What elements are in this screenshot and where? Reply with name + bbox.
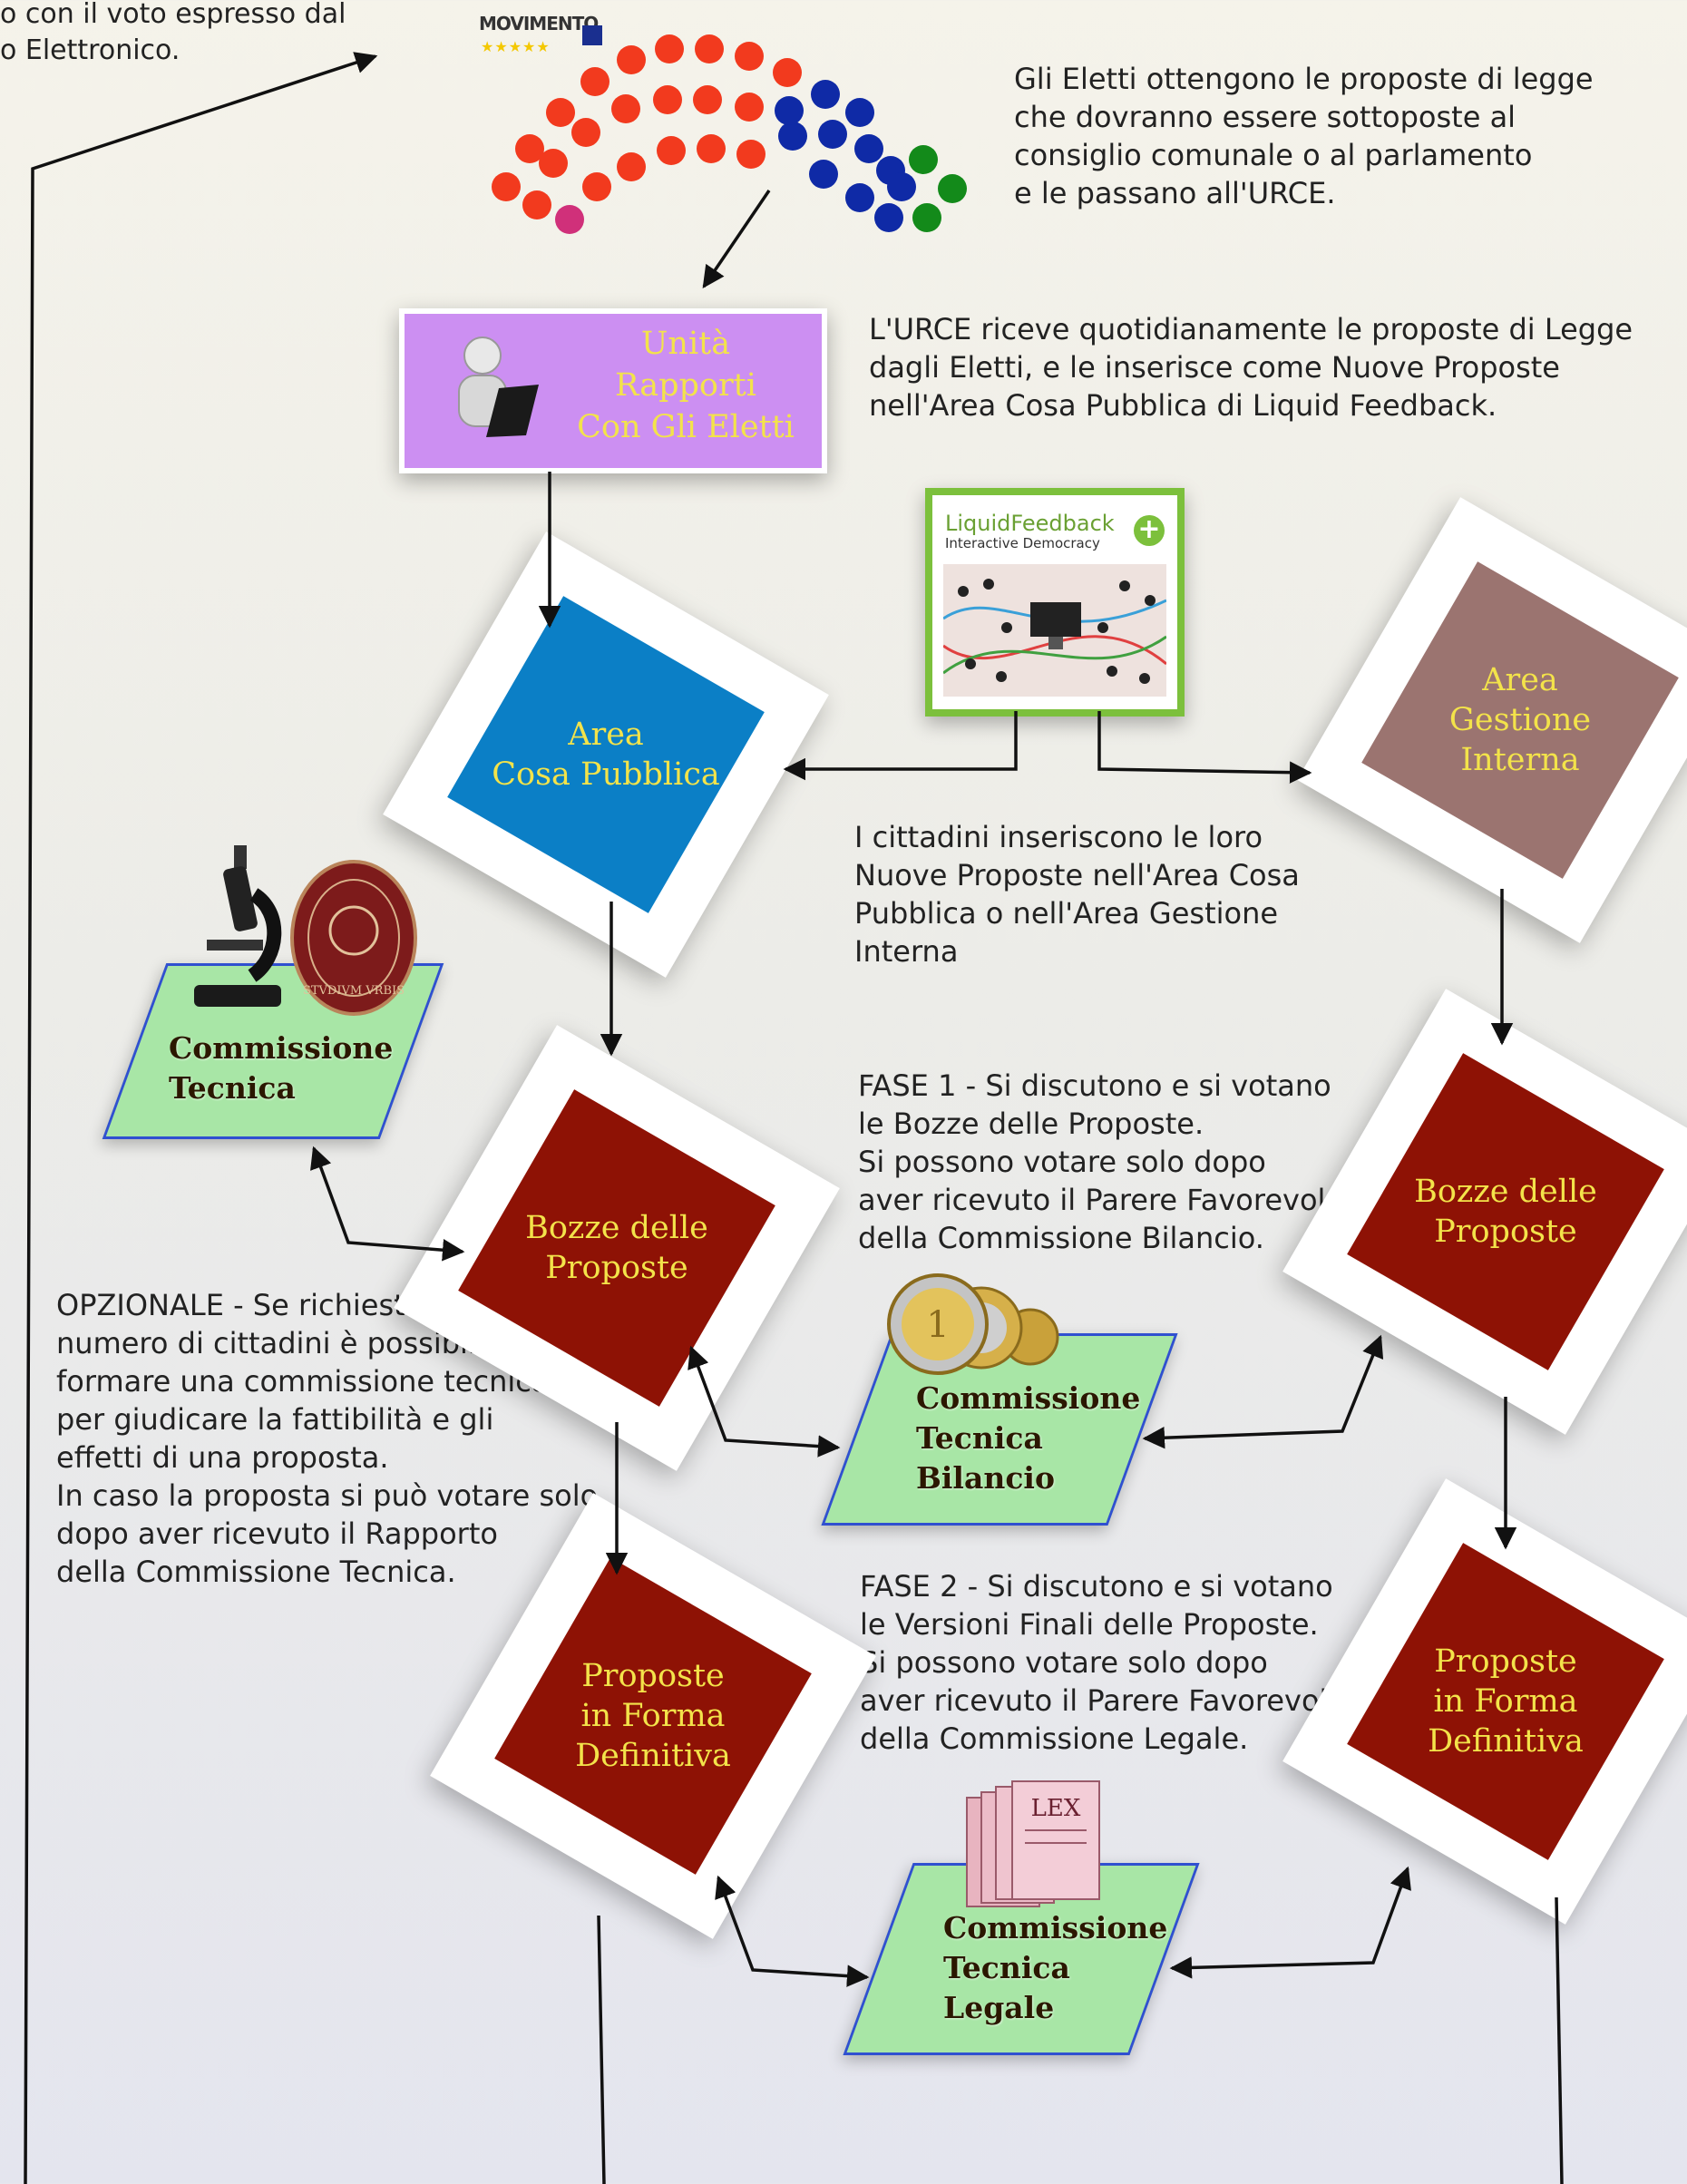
user-computer-icon [458,336,539,437]
movimento-logo: MOVIMENTO [479,13,599,34]
parliament-seat [809,160,838,189]
parliament-seat [617,45,646,74]
proposte-definitiva-right: Proposte in Forma Definitiva [1282,1478,1687,1925]
parliament-seat [617,152,646,181]
logo-flag-icon [582,25,602,45]
area-cosa-pubblica-label: Area Cosa Pubblica [492,717,720,793]
parliament-seat [653,85,682,114]
parliament-seat [522,190,551,219]
area-gestione-interna: Area Gestione Interna [1297,497,1687,943]
liquidfeedback-title: LiquidFeedback [945,511,1115,536]
parliament-seat [735,93,764,122]
bottom-line-left [597,1915,606,2184]
parliament-seat [611,94,640,123]
eletti-description: Gli Eletti ottengono le proposte di legg… [1014,62,1594,210]
parliament-seat [695,34,724,63]
fase2-description: FASE 2 - Si discutono e si votano le Ver… [860,1569,1346,1756]
bozze-proposte-right-label: Bozze delle Proposte [1414,1174,1597,1250]
arrow-parliament-urce [702,190,771,289]
urce-unit-box: Unità Rapporti Con Gli Eletti [399,308,827,473]
parliament-seat [655,34,684,63]
university-emblem-icon: STVDIVM VRBIS [290,860,417,1016]
proposte-definitiva-left: Proposte in Forma Definitiva [430,1493,876,1939]
parliament-seat [775,96,804,125]
area-gestione-interna-label: Area Gestione Interna [1448,662,1592,778]
arrow-definitiva-legale [715,1875,870,1987]
bozze-proposte-right: Bozze delle Proposte [1282,989,1687,1435]
parliament-seat [736,140,765,169]
parliament-seat [854,134,883,163]
network-illustration-icon [943,564,1166,697]
proposte-definitiva-right-label: Proposte in Forma Definitiva [1428,1643,1584,1760]
commissione-legale-label: Commissione Tecnica Legale [943,1910,1168,2025]
commissione-tecnica-label: Commissione Tecnica [169,1030,394,1106]
fase1-description: FASE 1 - Si discutono e si votano le Boz… [858,1068,1344,1255]
parliament-seat [874,203,903,232]
arrow-lf-cosa [783,711,1018,781]
plus-icon: + [1134,515,1165,546]
svg-text:1: 1 [926,1304,949,1346]
parliament-seat [912,203,941,232]
parliament-seat [773,58,802,87]
area-cosa-pubblica: Area Cosa Pubblica [383,531,829,978]
parliament-seat [555,205,584,234]
arrow-lf-gestione [1097,711,1312,784]
parliament-seat [887,172,916,201]
parliament-seat [571,118,600,147]
urce-description: L'URCE riceve quotidianamente le propost… [869,312,1633,423]
proposte-definitiva-left-label: Proposte in Forma Definitiva [575,1658,731,1774]
parliament-seat [515,134,544,163]
law-books-icon: LEX [966,1780,1100,1907]
parliament-seat [735,42,764,71]
parliament-seat [845,98,874,127]
parliament-seat [938,174,967,203]
emblem-text: STVDIVM VRBIS [303,984,405,998]
parliament-seat [909,145,938,174]
parliament-seat [845,183,874,212]
logo-stars-icon: ★★★★★ [481,38,551,55]
parliament-seat [580,67,609,96]
commissione-bilancio-label: Commissione Tecnica Bilancio [916,1380,1141,1496]
urce-label: Unità Rapporti Con Gli Eletti [577,326,795,445]
parliament-seat [697,134,726,163]
parliament-seat [582,172,611,201]
liquidfeedback-subtitle: Interactive Democracy [945,535,1100,551]
parliament-seat [492,172,521,201]
bozze-proposte-left: Bozze delle Proposte [394,1025,840,1471]
euro-coins-icon: 1 [887,1273,1059,1375]
parliament-seat [778,122,807,151]
parliament-seat [546,98,575,127]
parliament-seat [539,149,568,178]
parliament-seat [818,120,847,149]
arrow-legale-definitivaright [1169,1866,1411,1979]
parliament-seat [693,85,722,114]
top-note-text: o con il voto espresso dal o Elettronico… [0,0,346,66]
parliament-seat [657,136,686,165]
bozze-proposte-left-label: Bozze delle Proposte [525,1210,708,1286]
parliament-seat [876,156,905,185]
cittadini-description: I cittadini inseriscono le loro Nuove Pr… [854,820,1300,969]
lex-label: LEX [1031,1795,1081,1822]
parliament-seat [811,80,840,109]
microscope-icon [194,845,282,1007]
bottom-line-right [1555,1896,1564,2184]
liquidfeedback-box: LiquidFeedback Interactive Democracy + [925,488,1185,717]
